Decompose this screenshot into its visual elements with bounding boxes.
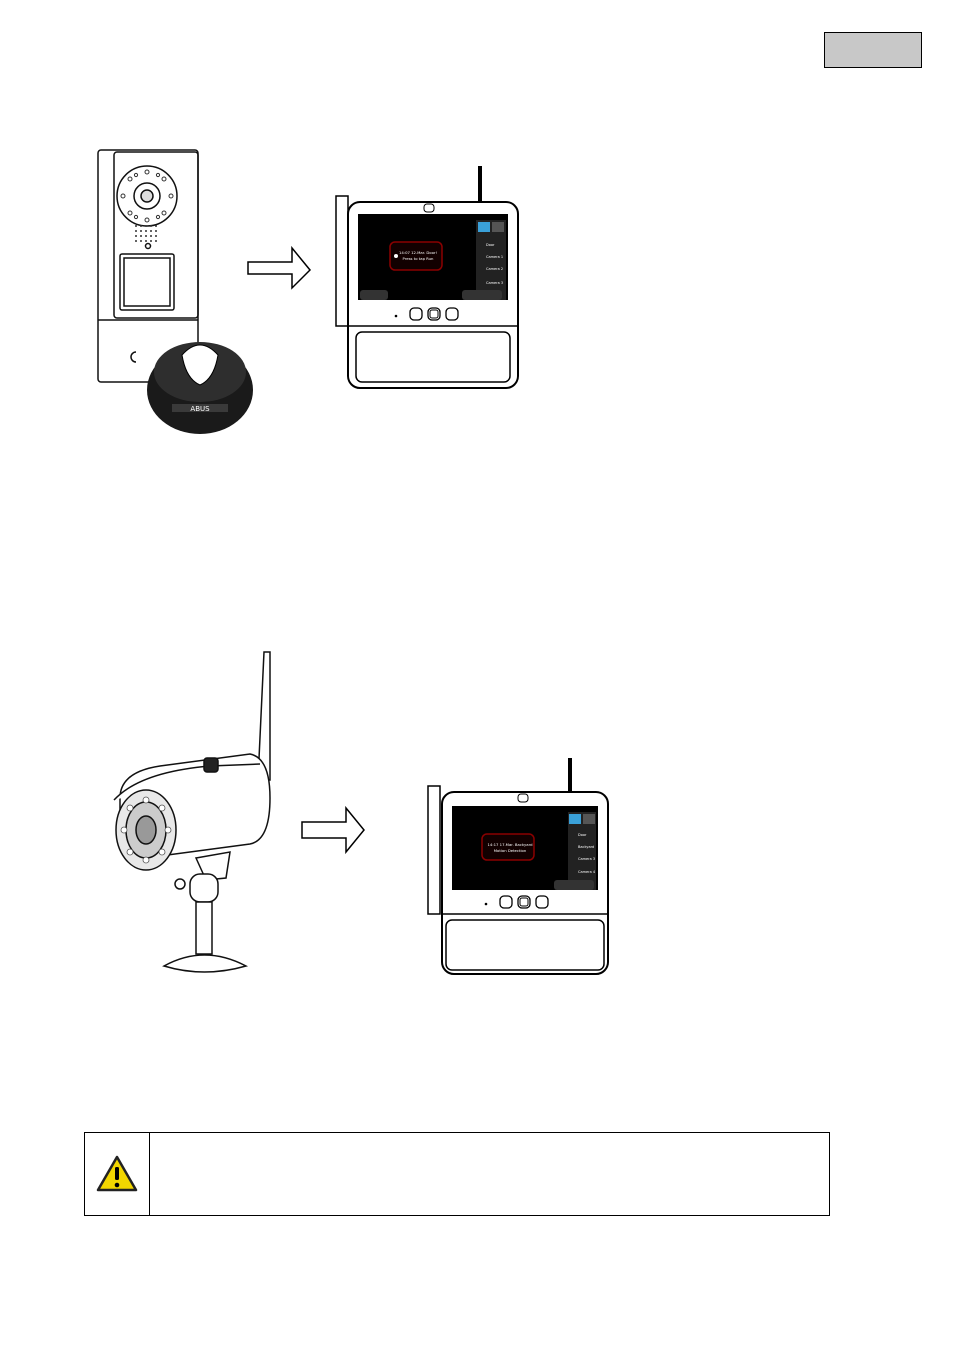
monitor-button-left[interactable] bbox=[409, 307, 423, 321]
warning-icon-cell bbox=[85, 1133, 150, 1215]
side-menu-item[interactable]: Door bbox=[578, 833, 587, 837]
side-menu-item[interactable]: Camera 3 bbox=[578, 857, 595, 861]
side-menu-item[interactable]: Camera 1 bbox=[486, 255, 503, 259]
alert-line-2: Press to tap Run bbox=[403, 256, 435, 261]
arrow-right-icon bbox=[247, 245, 312, 290]
side-menu-item[interactable]: Backyard bbox=[578, 845, 594, 849]
side-menu-item[interactable]: Camera 4 bbox=[578, 870, 596, 874]
arrow-right-icon bbox=[301, 805, 365, 855]
key-fob-illustration: ABUS bbox=[147, 342, 253, 434]
alert-line-1: 14:17 17.Mar. Backyard bbox=[488, 842, 534, 847]
warning-note-box bbox=[84, 1132, 830, 1216]
alert-popup[interactable] bbox=[481, 833, 535, 861]
monitor-button-right[interactable] bbox=[535, 895, 549, 909]
outdoor-camera-illustration bbox=[113, 651, 271, 973]
side-menu-item[interactable]: Camera 3 bbox=[486, 281, 503, 285]
figure-door-station: ABUS bbox=[97, 149, 312, 434]
monitor-door-alert: Door Camera 1 Camera 2 Camera 3 14:07 12… bbox=[335, 166, 519, 389]
monitor-button-left[interactable] bbox=[499, 895, 513, 909]
alert-line-1: 14:07 12.Mar. Door! bbox=[399, 250, 437, 255]
side-menu-item[interactable]: Door bbox=[486, 243, 495, 247]
page-tab bbox=[824, 32, 922, 68]
monitor-button-home[interactable] bbox=[517, 895, 531, 909]
alert-line-2: Motion Detection bbox=[494, 848, 527, 853]
side-menu-item[interactable]: Camera 2 bbox=[486, 267, 503, 271]
monitor-button-right[interactable] bbox=[445, 307, 459, 321]
monitor-motion-alert: Door Backyard Camera 3 Camera 4 14:17 17… bbox=[427, 758, 609, 975]
keyfob-brand: ABUS bbox=[190, 405, 210, 413]
monitor-button-home[interactable] bbox=[427, 307, 441, 321]
alert-popup[interactable] bbox=[389, 241, 443, 271]
warning-triangle-icon bbox=[96, 1155, 138, 1192]
figure-outdoor-camera bbox=[113, 651, 365, 973]
